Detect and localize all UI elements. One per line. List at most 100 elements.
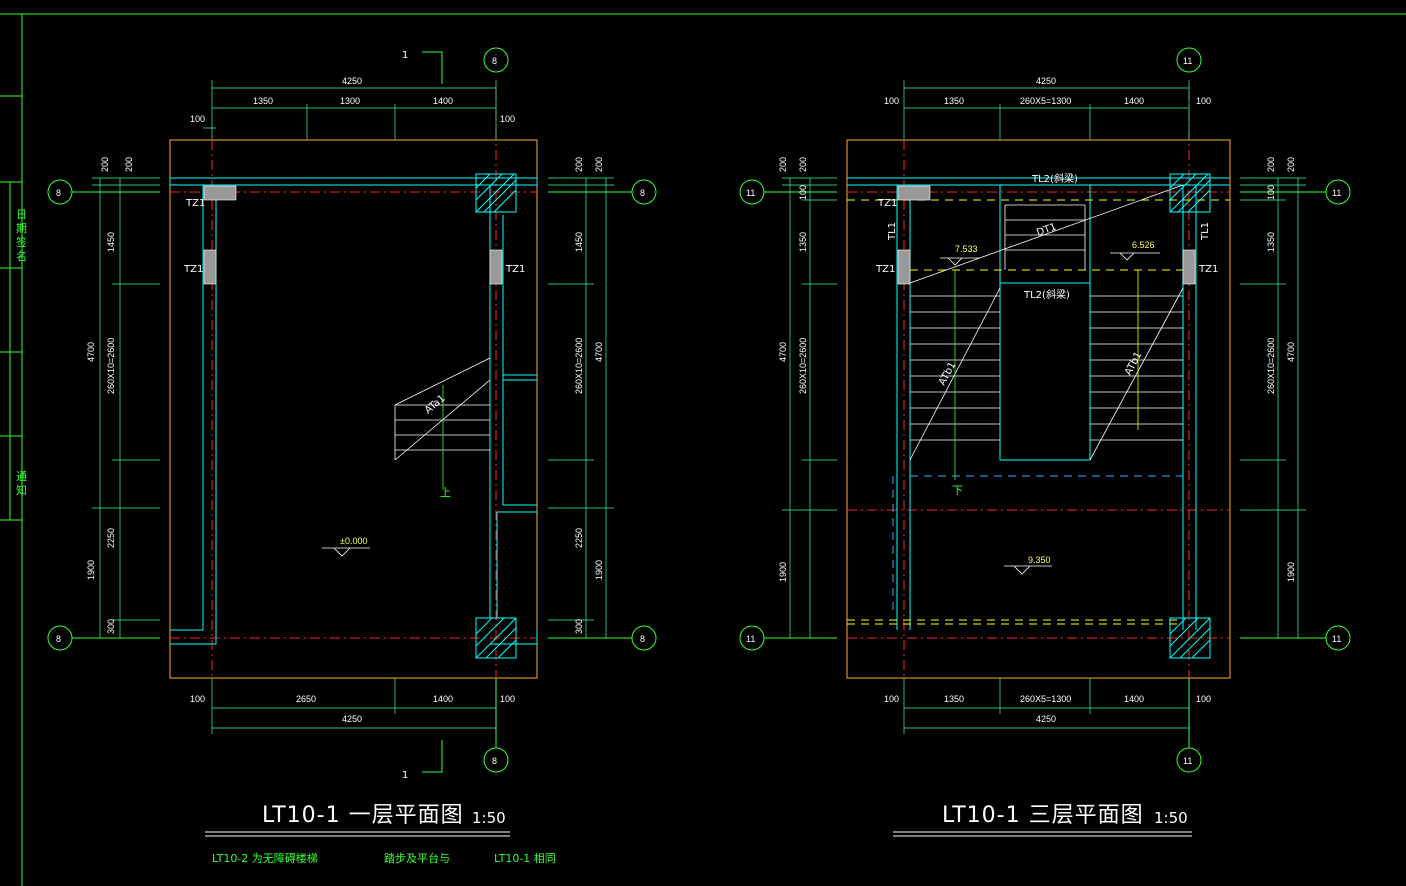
dim-text: 1350 xyxy=(944,96,964,106)
dim-text: 1350 xyxy=(798,232,808,252)
dim-text: 200 xyxy=(798,157,808,172)
slab-outline xyxy=(169,139,538,679)
dim-text: 200 xyxy=(124,157,134,172)
dim-text: 200 xyxy=(1286,157,1296,172)
axis-label: 8 xyxy=(56,634,61,644)
title-underline xyxy=(893,831,1192,837)
tz-label: TZ1 xyxy=(505,264,525,275)
axis-label: 11 xyxy=(1183,56,1192,66)
dim-text: 100 xyxy=(190,694,205,704)
dim-lines-bottom xyxy=(211,678,497,734)
sidebar-char: 名 xyxy=(16,249,27,263)
dim-text: 200 xyxy=(594,157,604,172)
dim-lines-bottom xyxy=(903,678,1190,734)
dim-text: 1350 xyxy=(944,694,964,704)
sidebar-char: 日 xyxy=(16,208,27,221)
tz-label: TZ1 xyxy=(183,264,203,275)
plan-title: LT10-1 三层平面图 xyxy=(942,803,1144,828)
dim-text: 1300 xyxy=(340,96,360,106)
sidebar-char: 知 xyxy=(16,483,27,497)
elevation-text: ±0.000 xyxy=(340,536,367,546)
dim-text: 1400 xyxy=(433,694,453,704)
dim-lines-top xyxy=(203,80,497,140)
axis-label: 11 xyxy=(1332,188,1341,198)
tz-label: TZ1 xyxy=(1198,264,1218,275)
dim-text: 100 xyxy=(1196,96,1211,106)
down-label: 下 xyxy=(952,484,963,497)
drawing-frame xyxy=(0,13,1406,886)
dim-text: 100 xyxy=(1196,694,1211,704)
dim-text: 1350 xyxy=(1266,232,1276,252)
sidebar-char: 通 xyxy=(16,470,27,483)
axis-label: 11 xyxy=(746,634,755,644)
stair-steps-right xyxy=(1089,270,1184,461)
section-mark xyxy=(422,51,443,773)
dim-text: 100 xyxy=(798,185,808,200)
stair-steps xyxy=(394,357,491,490)
note-text: LT10-2 为无障碍楼梯 xyxy=(212,851,318,865)
dim-text: 4250 xyxy=(342,714,362,724)
dim-text: 200 xyxy=(1266,157,1276,172)
plan-1-first-floor: TZ1 TZ1 TZ1 ATa1 上 ±0.000 xyxy=(47,47,657,837)
dim-text: 260X10=2600 xyxy=(1266,338,1276,394)
dim-text: 100 xyxy=(884,96,899,106)
tz-label: TZ1 xyxy=(875,264,895,275)
sidebar-char: 签 xyxy=(16,235,27,249)
axis-label: 8 xyxy=(640,188,645,198)
dim-lines-left xyxy=(92,177,160,638)
dim-text: 2650 xyxy=(296,694,316,704)
slab-outline xyxy=(846,139,1231,679)
axis-bubbles xyxy=(739,47,1351,773)
dim-text: 1400 xyxy=(1124,694,1144,704)
dim-text: 4700 xyxy=(1286,342,1296,362)
elevation-mark xyxy=(322,547,370,557)
dim-text: 1400 xyxy=(1124,96,1144,106)
note-text: 踏步及平台与 xyxy=(384,851,450,865)
dim-text: 260X10=2600 xyxy=(798,338,808,394)
axis-label: 8 xyxy=(492,756,497,766)
dim-text: 1450 xyxy=(574,232,584,252)
dim-text: 1900 xyxy=(86,560,96,580)
axis-label: 11 xyxy=(1183,756,1192,766)
plan-scale: 1:50 xyxy=(472,809,506,827)
title-underline xyxy=(205,831,510,837)
tz-columns xyxy=(203,185,503,285)
tz-columns xyxy=(897,185,1196,285)
dim-text: 4250 xyxy=(1036,714,1056,724)
axis-label: 11 xyxy=(1332,634,1341,644)
columns xyxy=(475,173,517,659)
beam-label: TL2(斜梁) xyxy=(1023,288,1070,301)
axis-label: 8 xyxy=(640,634,645,644)
dim-lines-left xyxy=(782,177,837,638)
tz-label: TZ1 xyxy=(877,198,897,209)
dim-text: 260X10=2600 xyxy=(106,338,116,394)
dim-text: 100 xyxy=(500,694,515,704)
dim-text: 100 xyxy=(190,114,205,124)
note-text: LT10-1 相同 xyxy=(494,852,556,865)
dim-lines-right xyxy=(1240,177,1306,638)
stair-steps-left xyxy=(909,270,1001,480)
dim-text: 4250 xyxy=(1036,76,1056,86)
dim-lines-top xyxy=(903,80,1190,140)
dim-text: 4700 xyxy=(86,342,96,362)
dim-text: 300 xyxy=(106,619,116,634)
stair-steps-top xyxy=(909,184,1184,284)
stair-label: DT1 xyxy=(1035,222,1058,239)
elevation-text: 7.533 xyxy=(955,244,978,254)
dim-text: 260X5=1300 xyxy=(1020,694,1071,704)
dim-text: 100 xyxy=(1266,185,1276,200)
section-label: 1 xyxy=(402,770,408,781)
dim-text: 100 xyxy=(500,114,515,124)
dim-text: 260X10=2600 xyxy=(574,338,584,394)
dim-text: 4700 xyxy=(778,342,788,362)
dim-text: 1450 xyxy=(106,232,116,252)
elevation-text: 6.526 xyxy=(1132,240,1155,250)
dim-text: 100 xyxy=(884,694,899,704)
dim-text: 1900 xyxy=(1286,562,1296,582)
tz-label: TZ1 xyxy=(185,198,205,209)
dim-text: 2250 xyxy=(574,528,584,548)
dim-text: 200 xyxy=(574,157,584,172)
dim-text: 4250 xyxy=(342,76,362,86)
axis-label: 8 xyxy=(492,56,497,66)
